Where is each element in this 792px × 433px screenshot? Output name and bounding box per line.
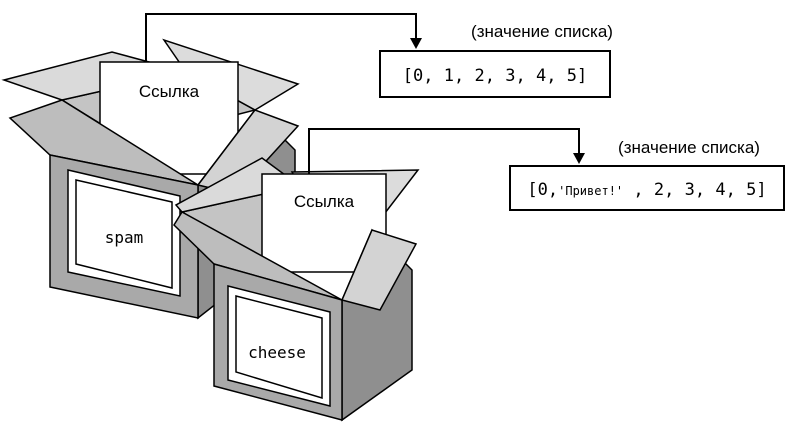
list-2-item: [0, xyxy=(527,180,558,200)
reference-arrow-1-line xyxy=(145,13,417,62)
list-1-item: 4, xyxy=(536,66,556,86)
list-2-item: 2, xyxy=(654,180,674,200)
box-cheese: Ссылка cheese xyxy=(173,157,420,422)
reference-arrow-1-head xyxy=(410,38,422,49)
list-2-box xyxy=(509,165,785,211)
list-1-box xyxy=(379,50,611,98)
list-1-item: 1, xyxy=(444,66,464,86)
list-2-caption: (значение списка) xyxy=(618,138,760,157)
list-2-value: [0,'Привет!' , 2, 3, 4, 5] xyxy=(527,180,766,200)
list-1-item: 2, xyxy=(475,66,495,86)
box-spam-label: spam xyxy=(105,228,144,247)
box-cheese-front-right-flap xyxy=(340,229,418,311)
box-spam: Ссылка spam xyxy=(1,38,300,320)
list-2-item: 'Привет!' xyxy=(558,184,623,198)
box-cheese-reference-label: Ссылка xyxy=(294,192,355,211)
reference-arrow-2 xyxy=(308,128,585,174)
box-spam-label-inner xyxy=(75,179,173,289)
list-2-item: 4, xyxy=(715,180,735,200)
list-1-caption: (значение списка) xyxy=(471,22,613,41)
list-2-item: , xyxy=(633,180,643,200)
box-cheese-label-inner xyxy=(235,295,323,400)
box-cheese-back-left-flap xyxy=(174,157,302,213)
list-1-item: 3, xyxy=(505,66,525,86)
reference-arrow-2-head xyxy=(573,153,585,164)
list-1-value: [0, 1, 2, 3, 4, 5] xyxy=(403,66,587,86)
list-1-item: [0, xyxy=(403,66,434,86)
box-spam-reference-label: Ссылка xyxy=(139,82,200,101)
reference-arrow-1 xyxy=(145,13,422,62)
list-2-item: 3, xyxy=(685,180,705,200)
box-cheese-label: cheese xyxy=(248,343,306,362)
list-1-item: 5] xyxy=(567,66,587,86)
list-2-item: 5] xyxy=(746,180,766,200)
reference-arrow-2-line xyxy=(308,128,580,174)
